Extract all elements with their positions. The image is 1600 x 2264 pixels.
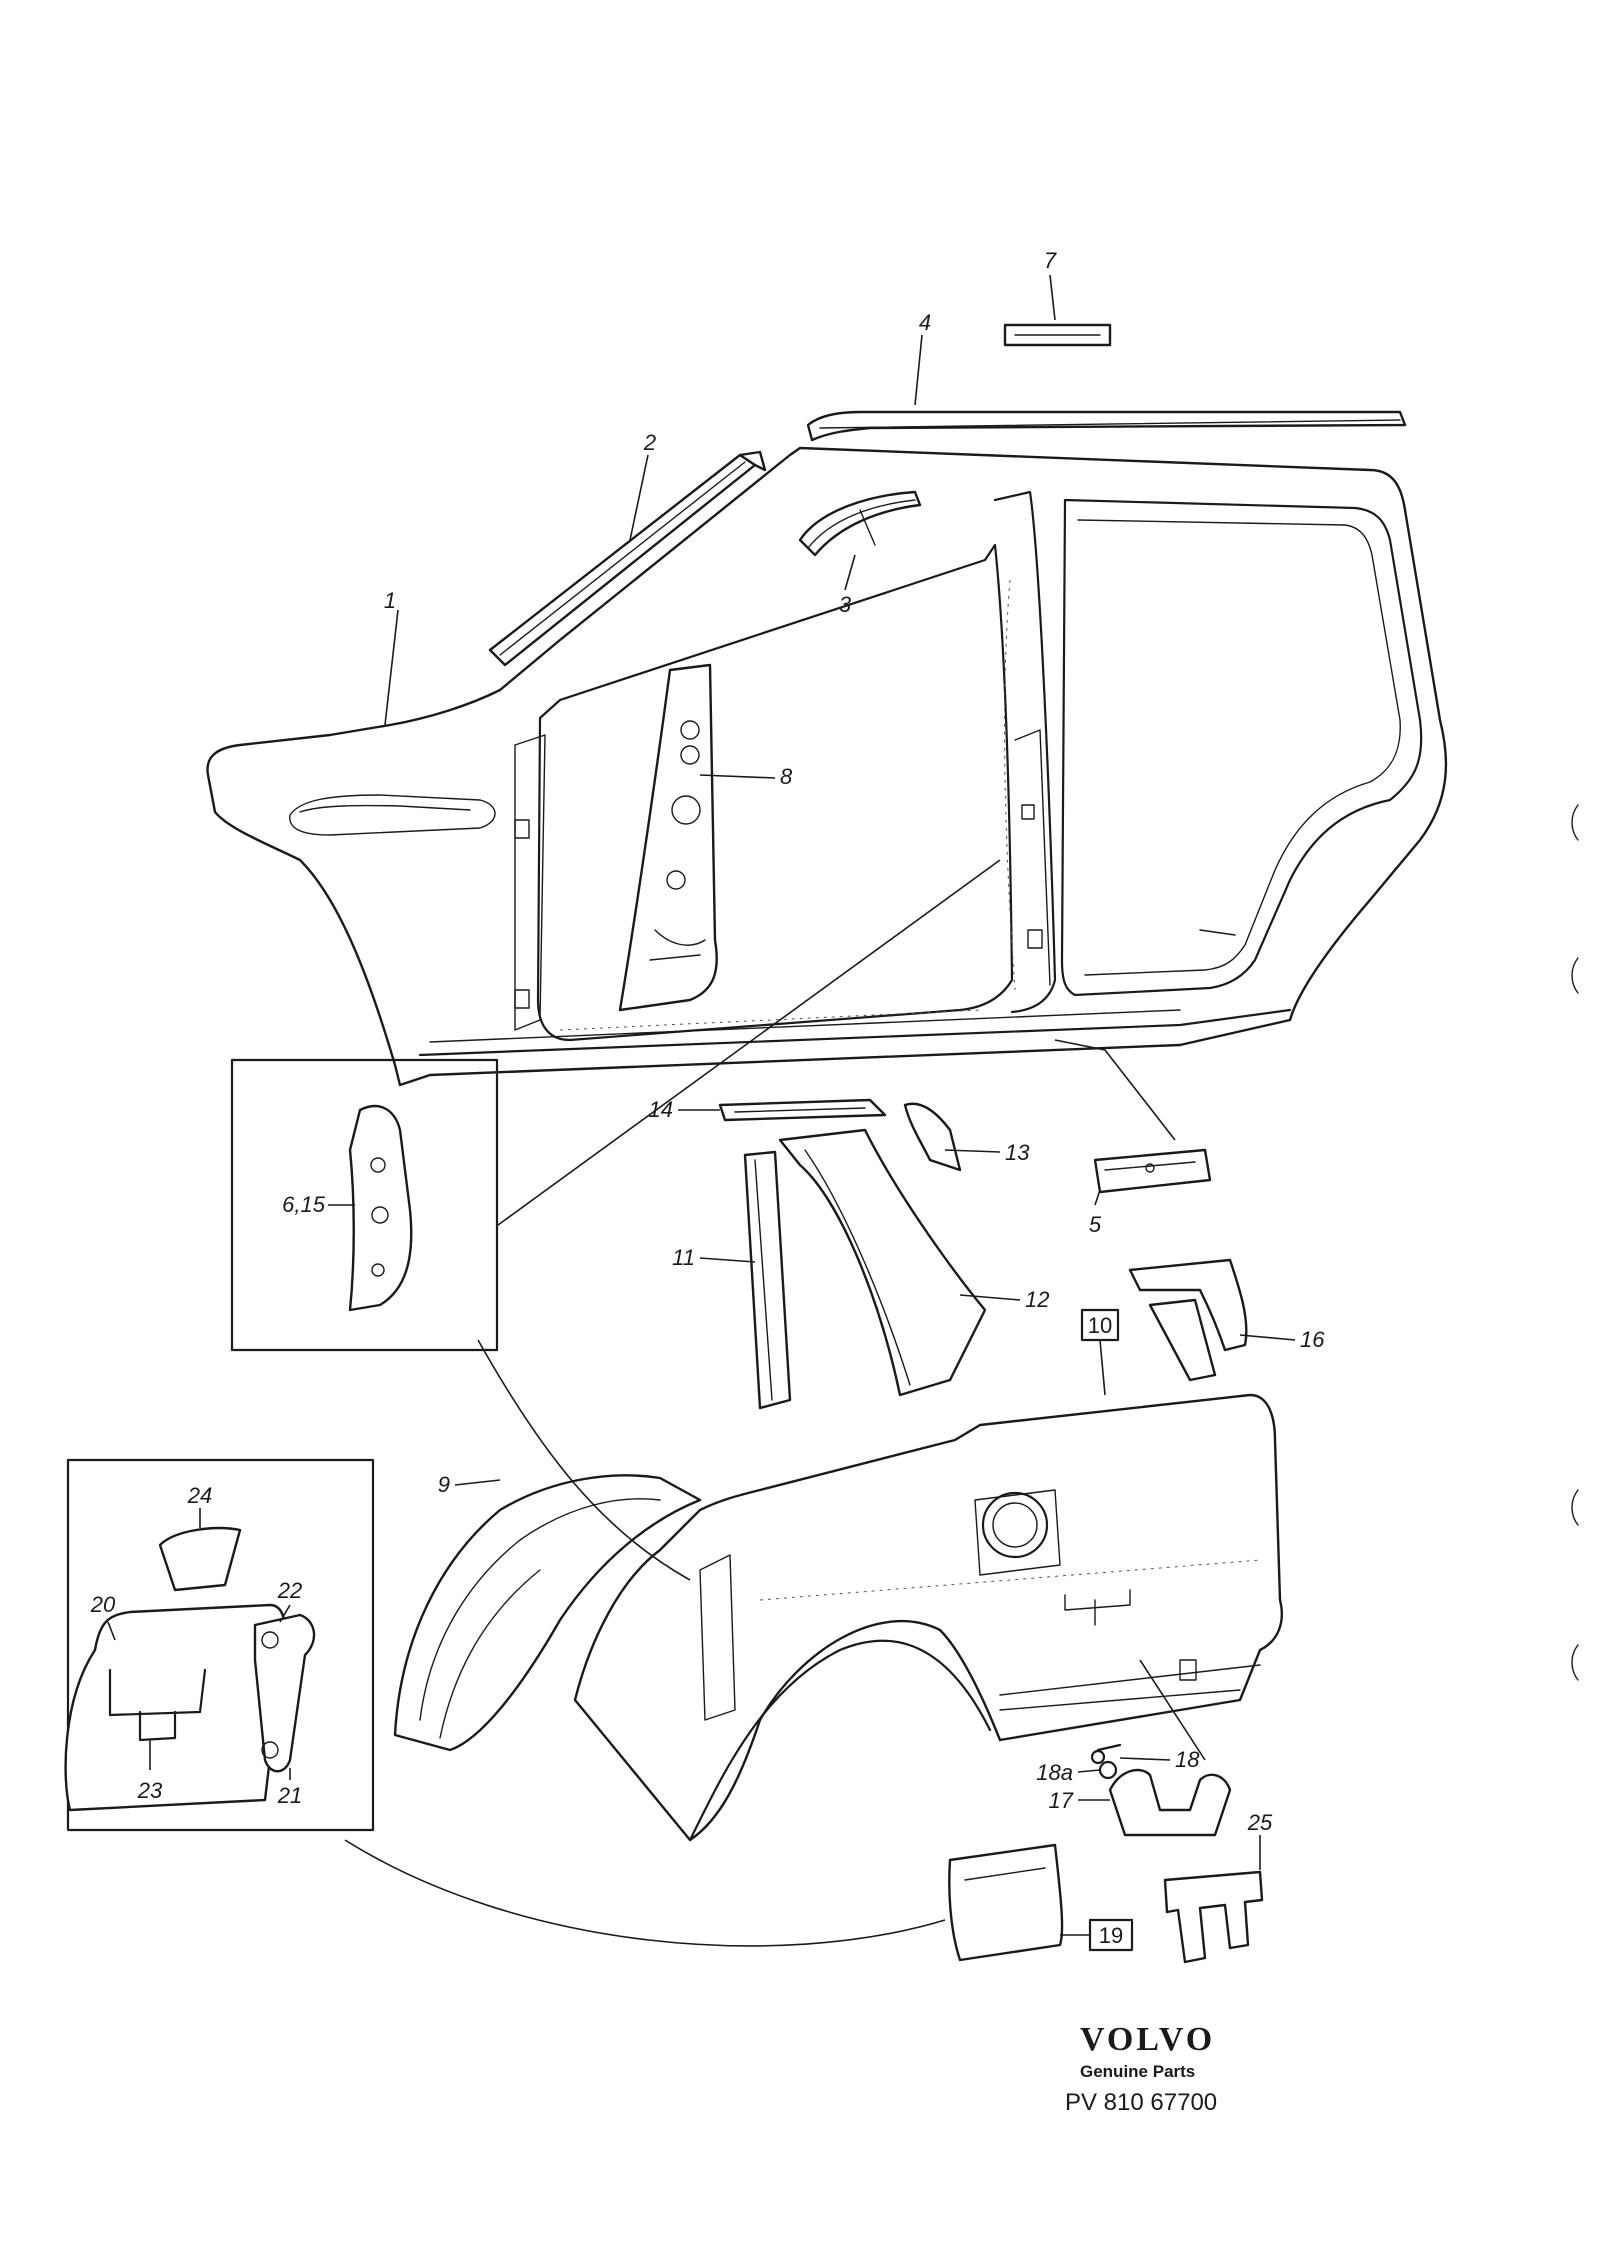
callout-21: 21 [277,1783,302,1808]
callout-23: 23 [137,1778,163,1803]
callout-14: 14 [649,1097,673,1122]
binding-marks [1571,804,1579,1681]
part-code: PV 810 67700 [1065,2089,1217,2116]
part-7-bracket [1003,323,1112,347]
detail-box-20-24 [64,1458,375,1832]
callout-7: 7 [1044,248,1057,273]
part-25-clip [1163,1870,1264,1964]
callout-5: 5 [1089,1212,1102,1237]
part-16-bracket [1128,1258,1248,1382]
part-11-pillar-strip [743,1150,792,1410]
callout-1: 1 [384,588,396,613]
part-5-bracket [1093,1148,1212,1194]
part-9-wheel-housing [393,1474,702,1752]
callout-25: 25 [1247,1810,1273,1835]
callout-3: 3 [839,592,852,617]
callout-6-15: 6,15 [282,1192,326,1217]
callout-16: 16 [1300,1327,1325,1352]
detail-box-6-15 [230,1058,499,1352]
part-10-rear-quarter [573,1393,1283,1842]
callout-9: 9 [438,1472,450,1497]
callout-22: 22 [277,1578,302,1603]
volvo-logo: VOLVO [1080,2021,1215,2058]
callout-20: 20 [90,1592,116,1617]
part-4-roof-strip [806,410,1407,442]
part-14-plate [718,1098,887,1122]
callout-24: 24 [187,1483,212,1508]
part-19-fuel-door [948,1843,1064,1962]
brand-block: VOLVO Genuine Parts PV 810 67700 [1065,2021,1217,2116]
callout-8: 8 [780,764,793,789]
callout-19: 19 [1099,1923,1123,1948]
callout-2: 2 [643,430,656,455]
part-3-reinforcement [798,490,922,557]
brand-subtitle: Genuine Parts [1080,2062,1195,2081]
callout-18a: 18a [1036,1760,1073,1785]
callout-4: 4 [919,310,931,335]
callouts: 1 2 3 4 7 8 5 6,15 11 12 13 14 1 [90,248,1325,1952]
callout-11: 11 [672,1245,695,1270]
body-side-panel [206,446,1448,1087]
callout-18: 18 [1175,1747,1200,1772]
part-13-gusset [903,1102,962,1172]
callout-17: 17 [1049,1788,1074,1813]
part-2-window-channel [488,450,767,667]
part-8-inner-pillar [618,663,718,1012]
callout-13: 13 [1005,1140,1030,1165]
part-17-bracket [1108,1768,1232,1837]
part-12-pillar-panel [778,1128,987,1397]
callout-10: 10 [1088,1313,1112,1338]
callout-12: 12 [1025,1287,1049,1312]
part-18-screw [1090,1743,1122,1780]
